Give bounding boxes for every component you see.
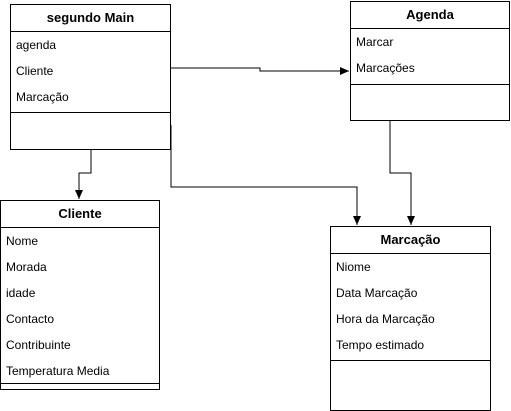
methods-divider bbox=[331, 360, 490, 361]
attribute-item: Data Marcação bbox=[336, 286, 418, 300]
attribute-item: Temperatura Media bbox=[6, 364, 110, 378]
attribute-item: idade bbox=[6, 286, 36, 300]
connector-agenda-to-marcacao bbox=[389, 120, 415, 225]
attribute-list: agenda Cliente Marcação bbox=[11, 32, 170, 110]
class-box-segundo-main[interactable]: segundo Main agenda Cliente Marcação bbox=[10, 4, 171, 150]
connector-main-to-agenda bbox=[171, 67, 349, 75]
attribute-list: Nome Morada idade Contacto Contribuinte … bbox=[1, 228, 159, 384]
class-box-cliente[interactable]: Cliente Nome Morada idade Contacto Contr… bbox=[0, 200, 160, 390]
methods-divider bbox=[11, 112, 170, 113]
class-box-agenda[interactable]: Agenda Marcar Marcações bbox=[350, 1, 510, 121]
attribute-item: Marcar bbox=[356, 35, 394, 49]
class-title: Marcação bbox=[331, 227, 490, 254]
attribute-item: Morada bbox=[6, 260, 47, 274]
attribute-item: Contribuinte bbox=[6, 338, 71, 352]
class-title: segundo Main bbox=[11, 5, 170, 32]
methods-divider bbox=[351, 84, 509, 85]
connector-main-to-marcacao bbox=[170, 125, 361, 225]
connector-main-to-cliente bbox=[75, 150, 92, 199]
attribute-list: Marcar Marcações bbox=[351, 29, 509, 81]
class-title: Agenda bbox=[351, 2, 509, 29]
attribute-item: agenda bbox=[16, 38, 57, 52]
attribute-item: Niome bbox=[336, 260, 371, 274]
methods-divider bbox=[1, 383, 159, 384]
attribute-item: Hora da Marcação bbox=[336, 312, 435, 326]
attribute-item: Tempo estimado bbox=[336, 338, 425, 352]
attribute-item: Cliente bbox=[16, 64, 54, 78]
attribute-item: Contacto bbox=[6, 312, 55, 326]
attribute-item: Nome bbox=[6, 234, 39, 248]
attribute-item: Marcações bbox=[356, 61, 415, 75]
attribute-item: Marcação bbox=[16, 90, 69, 104]
attribute-list: Niome Data Marcação Hora da Marcação Tem… bbox=[331, 254, 490, 358]
class-title: Cliente bbox=[1, 201, 159, 228]
class-box-marcacao[interactable]: Marcação Niome Data Marcação Hora da Mar… bbox=[330, 226, 491, 411]
